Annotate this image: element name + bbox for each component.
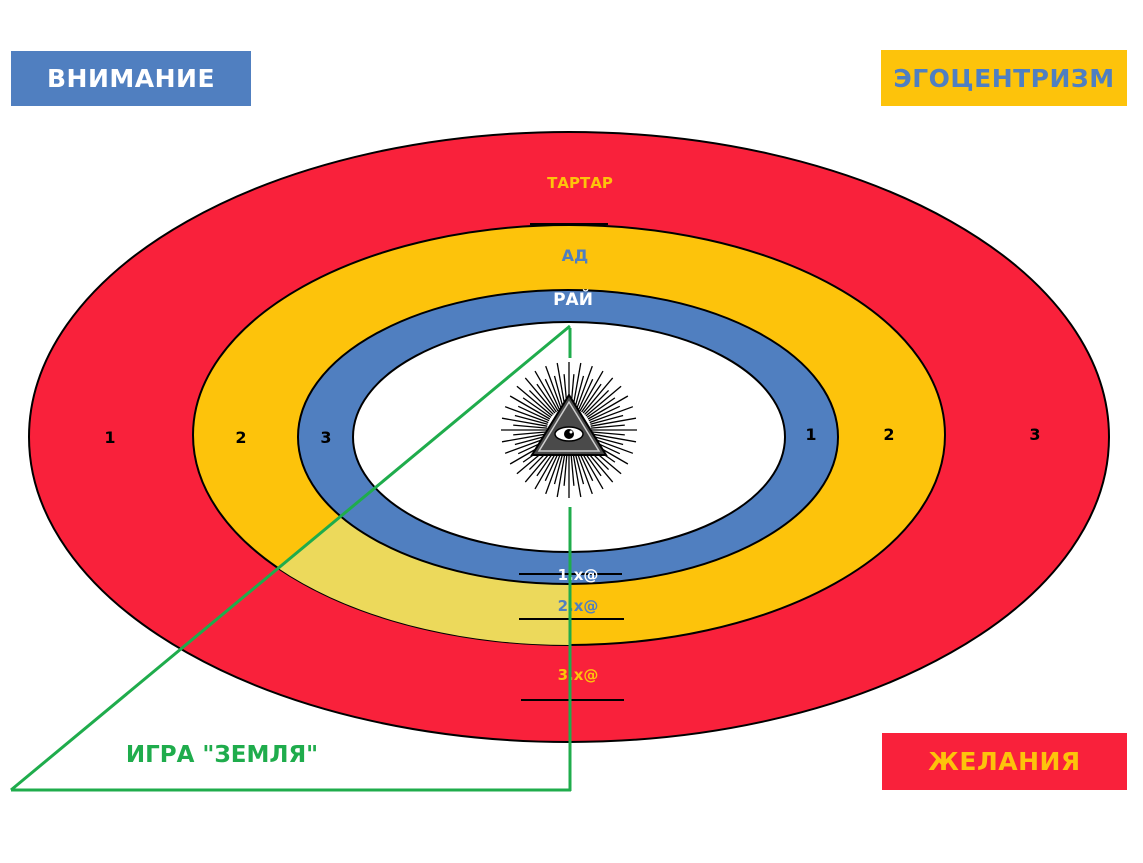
level-left-1: 1 bbox=[104, 428, 115, 447]
level-right-3: 3 bbox=[1029, 425, 1040, 444]
game-label: ИГРА "ЗЕМЛЯ" bbox=[126, 742, 318, 768]
rai-label: РАЙ bbox=[553, 288, 593, 310]
level-left-3: 3 bbox=[320, 428, 331, 447]
ad-label: АД bbox=[562, 246, 589, 265]
level-left-2: 2 bbox=[235, 428, 246, 447]
tartar-label: ТАРТАР bbox=[547, 174, 613, 192]
level-right-2: 2 bbox=[883, 425, 894, 444]
multiplier-1-label: 1.x@ bbox=[558, 566, 599, 584]
multiplier-2-label: 2.x@ bbox=[558, 597, 599, 615]
level-right-1: 1 bbox=[805, 425, 816, 444]
multiplier-3-label: 3.x@ bbox=[558, 666, 599, 684]
